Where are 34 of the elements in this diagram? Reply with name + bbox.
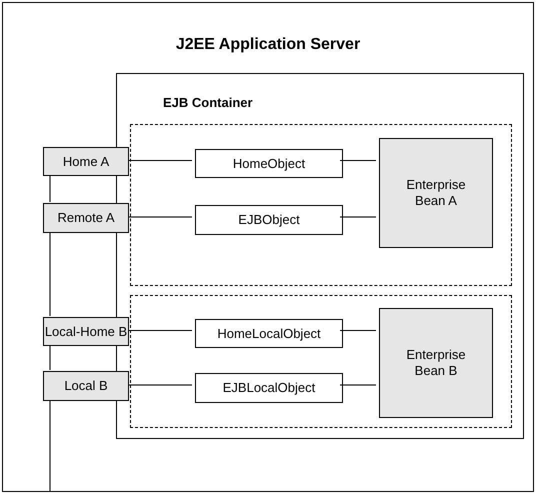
interface-box [43, 371, 129, 401]
dashed-group-box [130, 124, 512, 286]
node-label: Home A [62, 154, 110, 170]
node-label: Local-Home B [44, 324, 128, 340]
node-label: HomeLocalObject [217, 326, 321, 342]
node-label: Enterprise Bean B [405, 347, 467, 379]
connector-line [128, 160, 192, 161]
dashed-group-box [130, 295, 512, 428]
bean-box [379, 308, 493, 418]
node-label: EJBObject [238, 212, 300, 228]
node-label: Enterprise Bean A [405, 177, 467, 209]
connector-line [128, 216, 192, 218]
node-label: EJBLocalObject [222, 380, 316, 396]
container-box [116, 73, 524, 439]
object-box [195, 319, 343, 348]
interface-box [43, 317, 129, 346]
connector-line [340, 160, 376, 161]
connector-line [128, 330, 192, 331]
object-box [195, 373, 343, 403]
object-box [195, 149, 343, 178]
connector-line [340, 384, 376, 386]
object-box [195, 205, 343, 235]
interface-box [43, 203, 129, 233]
node-label: HomeObject [232, 156, 306, 172]
bean-box [379, 138, 493, 248]
server-title: J2EE Application Server [174, 37, 362, 53]
node-label: Local B [64, 378, 108, 394]
connector-line [340, 216, 376, 218]
node-label: Remote A [57, 210, 115, 226]
server-box [2, 2, 534, 492]
container-title: EJB Container [163, 95, 253, 111]
interface-box [43, 147, 129, 176]
connector-line [340, 330, 376, 331]
connector-line [128, 384, 192, 386]
